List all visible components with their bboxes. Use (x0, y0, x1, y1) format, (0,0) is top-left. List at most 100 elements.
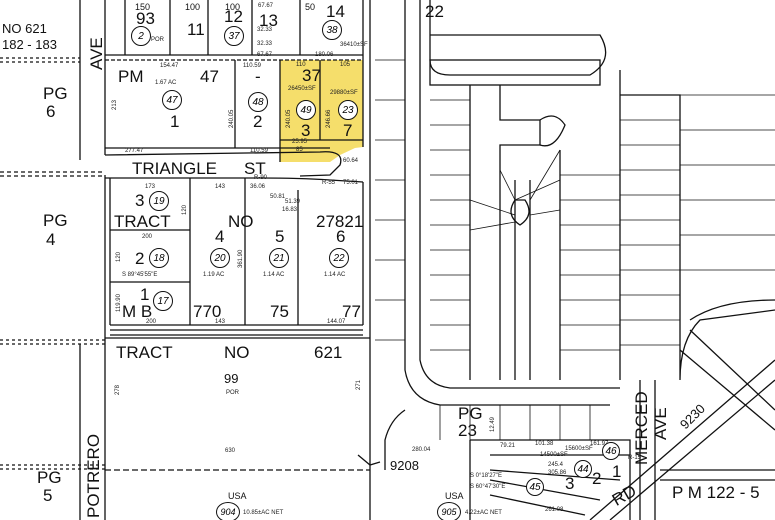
lot-2: 2 (253, 112, 263, 131)
dim: R-55 (322, 180, 336, 186)
dim: 14500±SF (540, 452, 568, 458)
dim: 100 (225, 2, 241, 12)
bearing: S 60°47'30"E (470, 484, 506, 490)
acnet-1: 10.85±AC NET (243, 510, 284, 516)
no-label: NO (228, 212, 254, 231)
dim: 101.38 (535, 441, 554, 447)
pg23-label: PG (458, 404, 483, 423)
dim: 1.19 AC (203, 272, 225, 278)
lot-3c: 3 (565, 474, 575, 493)
ave-right-label: AVE (651, 407, 670, 440)
street-triangle: TRIANGLE (132, 159, 218, 178)
dim: 200 (142, 234, 153, 240)
dim: 60.64 (343, 158, 359, 164)
merced-label: MERCED (632, 391, 651, 465)
dim: 143 (215, 319, 226, 325)
dim: 143 (215, 184, 226, 190)
pm47-label: 47 (200, 67, 219, 86)
dim: 100 (185, 2, 201, 12)
lot-3: 3 (301, 121, 311, 140)
dim: 150 (135, 2, 151, 12)
dim: 105 (340, 62, 351, 68)
dim: 277.47 (125, 148, 144, 154)
dim: 278 (115, 384, 121, 395)
dim: 120 (182, 204, 188, 215)
ave-left-label: AVE (87, 37, 106, 70)
dim: 36410±SF (340, 42, 368, 48)
dim: 144.07 (327, 319, 346, 325)
pg6-label: PG (43, 84, 68, 103)
lot-3b: 3 (135, 191, 145, 210)
dim: 120 (116, 251, 122, 262)
parcel-circle-21: 21 (269, 248, 289, 268)
mb-77: 77 (342, 302, 361, 321)
lot-93: 93 (136, 9, 155, 28)
parcel-circle-22: 22 (329, 248, 349, 268)
dim: R-90 (254, 175, 268, 181)
dim: 26450±SF (288, 86, 316, 92)
parcel-circle-2: 2 (131, 26, 151, 46)
parcel-circle-905: 905 (437, 502, 461, 520)
lot-1: 1 (170, 112, 180, 131)
dim: 110.59 (250, 148, 268, 154)
dim: 180.06 (315, 52, 334, 58)
parcel-circle-48: 48 (248, 92, 268, 112)
parcel-circle-46: 46 (602, 442, 620, 460)
lot-5: 5 (275, 227, 285, 246)
dim: 51.39 (285, 199, 301, 205)
lot-dash: - (255, 67, 261, 86)
dim: 154.47 (160, 63, 179, 69)
dim: 630 (225, 448, 236, 454)
parcel-circle-904: 904 (216, 502, 240, 520)
dim: 25.95 (292, 139, 308, 145)
dim: 110 (296, 62, 306, 68)
dim: 240.05 (286, 109, 292, 128)
bearing: S 0°18'27"E (470, 473, 503, 479)
pg22-label: 22 (425, 2, 444, 21)
dim: 240.05 (229, 109, 235, 128)
pg5-number: 5 (43, 486, 53, 505)
pg-ref-range: 182 - 183 (2, 37, 57, 52)
dim: 1.67 AC (155, 80, 177, 86)
acnet-2: 4.22±AC NET (465, 510, 502, 516)
potrero-label: POTRERO (84, 433, 103, 518)
tract2-label: TRACT (116, 343, 173, 362)
dim: 16.83 (282, 207, 298, 213)
dim: 67.67 (258, 3, 274, 9)
usa-label-1: USA (228, 491, 247, 501)
no2-label: NO (224, 343, 250, 362)
mb-label: M B (122, 302, 153, 321)
pg4-number: 4 (46, 230, 56, 249)
highlighted-parcel (280, 60, 363, 162)
lot-37: 37 (302, 66, 321, 85)
dim: 1.14 AC (263, 272, 285, 278)
parcel-circle-45: 45 (526, 478, 544, 496)
dim: 161.97 (590, 441, 609, 447)
parcel-circle-19: 19 (149, 191, 169, 211)
dim: 305.86 (548, 470, 567, 476)
dim: 110.59 (243, 63, 261, 69)
mb-770: 770 (193, 302, 222, 321)
tract-number-621: 621 (314, 343, 343, 362)
lot-13: 13 (259, 11, 278, 30)
por-label: POR (151, 37, 165, 43)
usa-label-2: USA (445, 491, 464, 501)
pg5-label: PG (37, 468, 62, 487)
lot-1c: 1 (612, 462, 622, 481)
dim: 1.14 AC (324, 272, 346, 278)
lot-2c: 2 (592, 469, 602, 488)
dim: 271 (356, 379, 362, 390)
dim: 361.90 (238, 249, 244, 268)
dim: 245.4 (548, 462, 564, 468)
lot-2b: 2 (135, 249, 145, 268)
dim: 12.49 (490, 416, 496, 432)
pg-ref-no621: NO 621 (2, 21, 47, 36)
dim: 36.06 (250, 184, 266, 190)
parcel-circle-44: 44 (574, 460, 592, 478)
dim: 85 (296, 147, 303, 153)
dim: 29880±SF (330, 90, 358, 96)
parcel-circle-38: 38 (322, 20, 342, 40)
dim: 246.66 (326, 109, 332, 128)
dim: 15600±SF (565, 446, 593, 452)
